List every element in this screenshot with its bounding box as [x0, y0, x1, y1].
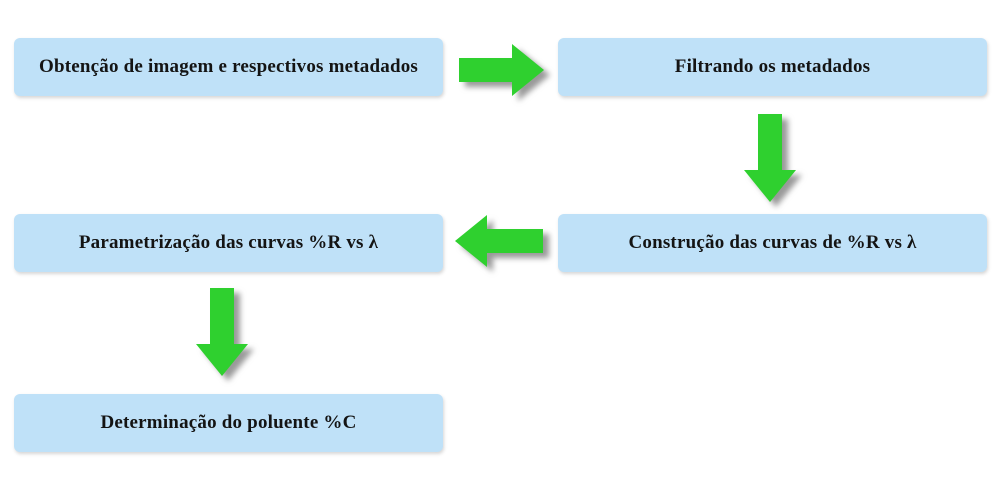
flow-step-label: Obtenção de imagem e respectivos metadad… [38, 56, 419, 77]
flow-step-label: Determinação do poluente %C [100, 412, 357, 433]
arrow-left-icon [455, 213, 543, 269]
flow-step-obtain-image: Obtenção de imagem e respectivos metadad… [14, 38, 443, 96]
arrow-right-icon [459, 42, 544, 98]
arrow-down-icon [194, 288, 250, 376]
flow-step-label: Construção das curvas de %R vs λ [628, 232, 917, 253]
flow-step-label: Filtrando os metadados [674, 56, 871, 77]
flow-step-parametrize-curves: Parametrização das curvas %R vs λ [14, 214, 443, 272]
flow-step-label: Parametrização das curvas %R vs λ [78, 232, 379, 253]
arrow-down-icon [742, 114, 798, 202]
flow-step-build-curves: Construção das curvas de %R vs λ [558, 214, 987, 272]
flow-step-determine-pollutant: Determinação do poluente %C [14, 394, 443, 452]
flow-step-filter-metadata: Filtrando os metadados [558, 38, 987, 96]
